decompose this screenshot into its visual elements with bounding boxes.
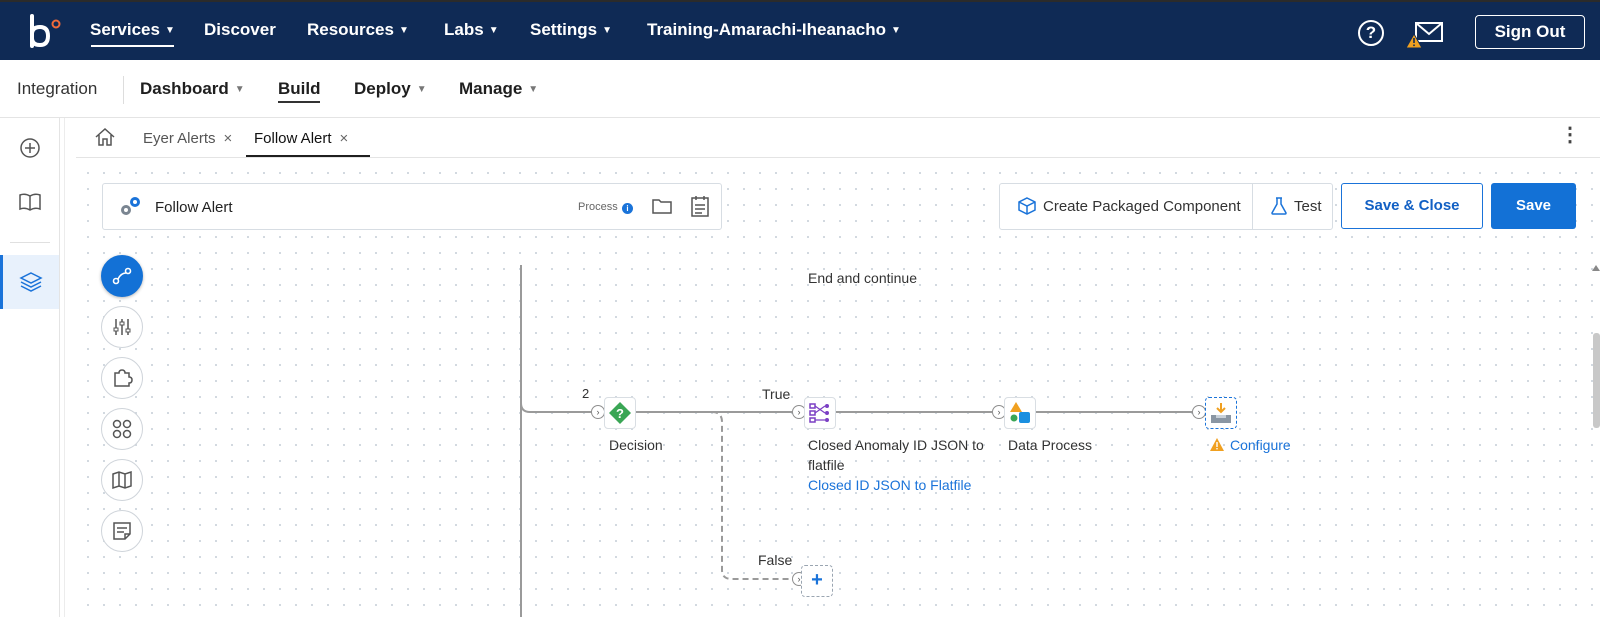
sliders-icon: [113, 319, 131, 335]
tab-eyer-alerts[interactable]: Eyer Alerts×: [143, 130, 233, 147]
help-icon[interactable]: ?: [1358, 20, 1384, 46]
decision-shape[interactable]: ?: [604, 397, 636, 429]
configure-link[interactable]: Configure: [1230, 437, 1291, 453]
nav-services[interactable]: Services▼: [90, 20, 175, 39]
left-rail: [0, 118, 60, 617]
active-tab-underline: [246, 155, 370, 157]
connector-shape-unconfigured[interactable]: [1205, 397, 1237, 429]
subnav-divider: [123, 76, 124, 104]
false-path-label: False: [758, 552, 793, 568]
end-and-continue-label: End and continue: [808, 270, 917, 286]
rail-gutter: [64, 118, 74, 617]
scroll-up-arrow[interactable]: [1592, 265, 1600, 271]
note-icon: [113, 522, 131, 540]
component-type-label: Process: [578, 201, 618, 213]
notifications-mail-icon[interactable]: [1406, 20, 1446, 52]
true-path-label: True: [762, 386, 791, 402]
add-shape-button[interactable]: +: [801, 565, 833, 597]
notes-button[interactable]: [101, 510, 143, 552]
vertical-scrollbar-thumb[interactable]: [1593, 333, 1600, 428]
subnav-deploy[interactable]: Deploy▼: [354, 79, 427, 98]
plus-circle-icon: [19, 138, 40, 158]
connector-dot[interactable]: ›: [591, 405, 605, 419]
warning-icon: [1210, 438, 1224, 451]
decision-diamond-icon: ?: [609, 402, 631, 424]
map-transform-icon: [809, 403, 829, 423]
action-divider: [1252, 184, 1253, 229]
nav-labs[interactable]: Labs▼: [444, 20, 499, 39]
sub-navigation: Integration Dashboard▼ Build Deploy▼ Man…: [0, 60, 1600, 118]
folder-icon[interactable]: [651, 196, 673, 216]
create-packaged-component-button[interactable]: Create Packaged Component: [1017, 196, 1241, 216]
boomi-logo[interactable]: [28, 14, 64, 52]
subnav-build[interactable]: Build: [278, 79, 321, 98]
revision-history-icon[interactable]: [690, 194, 710, 218]
data-process-shape[interactable]: [1004, 397, 1036, 429]
component-actions: Create Packaged Component Test: [999, 183, 1333, 230]
sign-out-button[interactable]: Sign Out: [1475, 15, 1585, 49]
info-icon[interactable]: i: [622, 203, 633, 214]
route-icon: [112, 267, 132, 285]
map-shape-label-cont: flatfile: [808, 457, 845, 473]
open-book-icon: [18, 193, 41, 211]
components-explorer-button[interactable]: [0, 255, 59, 309]
subnav-dashboard[interactable]: Dashboard▼: [140, 79, 245, 98]
map-component-link[interactable]: Closed ID JSON to Flatfile: [808, 477, 972, 493]
four-circles-icon: [112, 419, 132, 439]
services-active-underline: [91, 45, 174, 47]
connector-tool-button[interactable]: [101, 255, 143, 297]
nav-resources[interactable]: Resources▼: [307, 20, 409, 39]
close-icon[interactable]: ×: [339, 130, 349, 147]
nav-account[interactable]: Training-Amarachi-Iheanacho▼: [647, 20, 901, 39]
process-title-card: Follow Alert Process i: [102, 183, 722, 230]
nav-discover[interactable]: Discover: [204, 20, 276, 39]
home-icon[interactable]: [94, 127, 116, 147]
app-name-integration: Integration: [17, 79, 98, 98]
flask-icon: [1271, 197, 1287, 215]
connectors-button[interactable]: [101, 357, 143, 399]
download-tray-icon: [1211, 403, 1231, 423]
puzzle-icon: [114, 369, 133, 387]
create-new-button[interactable]: [0, 122, 59, 174]
save-button[interactable]: Save: [1491, 183, 1576, 229]
svg-text:?: ?: [616, 406, 624, 421]
rail-divider: [10, 242, 50, 243]
process-gears-icon: [121, 197, 140, 215]
data-process-label: Data Process: [1008, 437, 1093, 453]
save-and-close-button[interactable]: Save & Close: [1341, 183, 1483, 229]
tab-follow-alert[interactable]: Follow Alert×: [254, 130, 349, 147]
map-icon: [112, 470, 132, 490]
execution-shapes-button[interactable]: [101, 408, 143, 450]
close-icon[interactable]: ×: [223, 130, 233, 147]
logic-shapes-button[interactable]: [101, 306, 143, 348]
map-shape[interactable]: [804, 397, 836, 429]
connector-dot[interactable]: ›: [1192, 405, 1206, 419]
maps-button[interactable]: [101, 459, 143, 501]
tab-bar: Eyer Alerts× Follow Alert× ⋮: [76, 118, 1600, 158]
package-icon: [1018, 197, 1036, 215]
data-process-shapes-icon: [1010, 402, 1030, 423]
process-canvas[interactable]: [76, 159, 1600, 617]
layers-icon: [19, 272, 43, 292]
decision-label: Decision: [609, 437, 663, 453]
map-shape-label: Closed Anomaly ID JSON to: [808, 437, 984, 453]
top-navigation: Services▼ Discover Resources▼ Labs▼ Sett…: [0, 0, 1600, 60]
more-options-icon[interactable]: ⋮: [1560, 124, 1580, 146]
docs-button[interactable]: [0, 176, 59, 228]
branch-count-label: 2: [582, 386, 590, 401]
test-button[interactable]: Test: [1270, 196, 1322, 216]
subnav-manage[interactable]: Manage▼: [459, 79, 539, 98]
process-name[interactable]: Follow Alert: [155, 199, 233, 216]
build-active-underline: [278, 101, 320, 103]
nav-settings[interactable]: Settings▼: [530, 20, 612, 39]
